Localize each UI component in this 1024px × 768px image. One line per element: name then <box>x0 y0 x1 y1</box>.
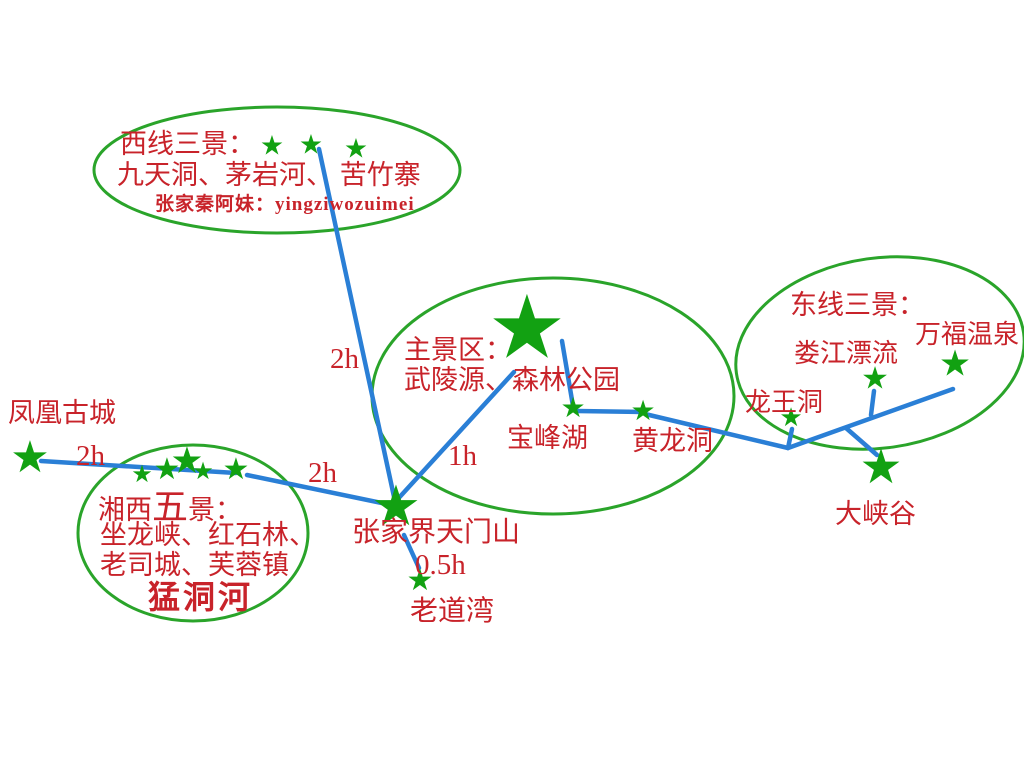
main-region-sights: 武陵源、森林公园 <box>404 365 620 395</box>
xiangxi-sights-line2: 老司城、芙蓉镇 <box>100 550 289 580</box>
west-region-ellipse <box>92 105 462 235</box>
daxiagu-star-icon: ★ <box>859 439 903 496</box>
laodaowan-star-icon: ★ <box>406 562 434 598</box>
route-west-tianmenshan <box>316 146 399 509</box>
west-star-icon: ★ <box>343 133 369 165</box>
xiangxi-star-icon: ★ <box>222 451 250 487</box>
route-xiangxi-tianmenshan <box>244 472 399 509</box>
longwangdong-star-icon: ★ <box>779 402 803 433</box>
east-region-title: 东线三景： <box>790 290 925 320</box>
fenghuang-label: 凤凰古城 <box>8 398 116 428</box>
route-huanglongdong-junction <box>642 411 791 451</box>
wanfu-star-icon: ★ <box>938 343 972 385</box>
loujiang-label: 娄江漂流 <box>794 339 899 368</box>
xiangxi-star-icon: ★ <box>192 457 214 486</box>
laodaowan-label: 老道湾 <box>410 596 495 627</box>
daxiagu-label: 大峡谷 <box>835 499 916 529</box>
xiangxi-sights-line3: 猛洞河 <box>148 579 254 615</box>
xiangxi-region-title: 湘西五景： <box>98 487 243 527</box>
xiangxi-region-ellipse <box>76 443 310 623</box>
route-main-baofenghu <box>559 338 576 409</box>
baofenghu-label: 宝峰湖 <box>507 423 588 453</box>
xiangxi-title-part2: 五 <box>152 487 189 527</box>
west-region-contact: 张家秦阿妹：yingziwozuimei <box>155 194 415 215</box>
xiangxi-star-icon: ★ <box>170 439 204 483</box>
xiangxi-title-part3: 景： <box>188 495 243 525</box>
xiangxi-title-part1: 湘西 <box>98 495 152 525</box>
route-tianmenshan-laodaowan <box>401 532 422 571</box>
route-longwangdong-junction <box>785 426 795 451</box>
wanfu-label: 万福温泉 <box>915 320 1020 349</box>
west-region-title: 西线三景： <box>120 129 255 159</box>
main-region-title: 主景区： <box>404 335 512 365</box>
longwangdong-label: 龙王洞 <box>745 388 824 417</box>
route-fenghuang-xiangxi <box>38 458 239 476</box>
edge-label-tianmenshan-main: 1h <box>448 440 477 472</box>
edge-label-west-tianmenshan: 2h <box>330 343 359 375</box>
route-baofenghu-huanglongdong <box>574 408 644 415</box>
west-star-icon: ★ <box>259 130 285 162</box>
xiangxi-star-icon: ★ <box>131 460 153 489</box>
route-daxiagu-branch <box>843 425 880 458</box>
fenghuang-star-icon: ★ <box>10 432 50 484</box>
loujiang-star-icon: ★ <box>861 360 889 397</box>
tianmenshan-star-icon: ★ <box>370 473 422 539</box>
baofenghu-star-icon: ★ <box>560 390 586 424</box>
xiangxi-sights-line1: 坐龙峡、红石林、 <box>100 520 316 550</box>
edge-label-tianmenshan-laodaowan: 0.5h <box>415 549 466 581</box>
west-star-icon: ★ <box>298 129 324 161</box>
west-region-sights: 九天洞、茅岩河、 苦竹寨 <box>117 160 421 190</box>
tianmenshan-label: 张家界天门山 <box>352 517 521 548</box>
route-junction-wanfu <box>785 386 956 451</box>
huanglongdong-star-icon: ★ <box>630 393 656 427</box>
huanglongdong-label: 黄龙洞 <box>632 426 713 456</box>
route-tianmenshan-main <box>393 369 517 504</box>
main-region-star-icon: ★ <box>487 275 567 379</box>
xiangxi-star-icon: ★ <box>153 451 181 487</box>
route-loujiang-drop <box>868 388 877 418</box>
edge-label-fenghuang-xiangxi: 2h <box>76 440 105 472</box>
edge-label-xiangxi-tianmenshan: 2h <box>308 457 337 489</box>
